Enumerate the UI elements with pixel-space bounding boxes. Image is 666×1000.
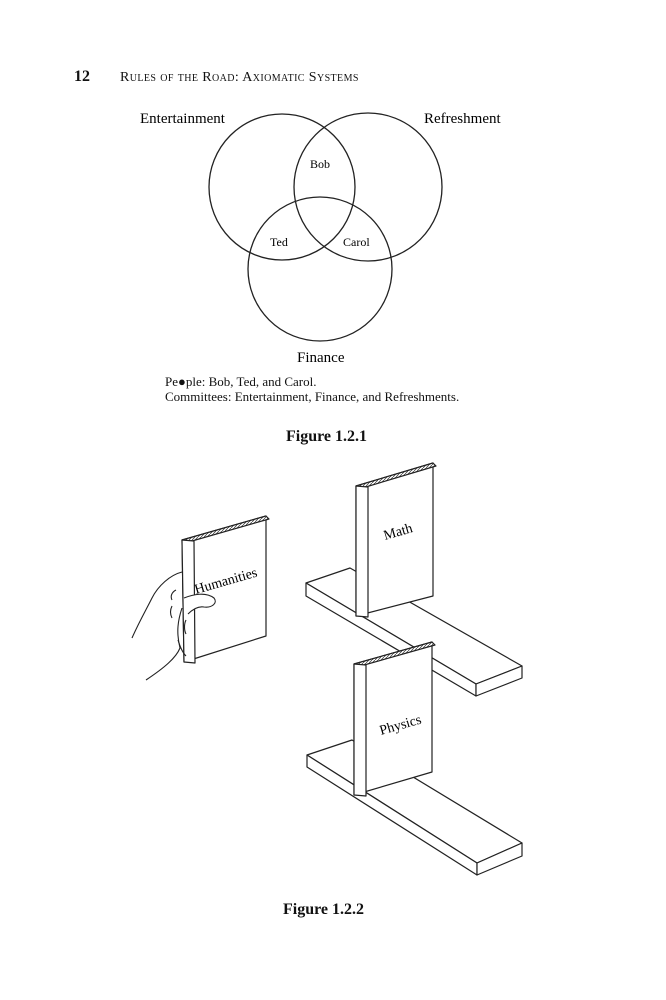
entertainment-circle [208, 113, 356, 261]
people-line: Pe●ple: Bob, Ted, and Carol. [165, 374, 317, 389]
page-number: 12 [74, 68, 90, 85]
ted-label: Ted [270, 235, 288, 249]
entertainment-label: Entertainment [140, 111, 226, 127]
committees-line: Committees: Entertainment, Finance, and … [165, 389, 460, 404]
refreshment-circle [293, 112, 443, 262]
venn-diagram: Entertainment Refreshment Finance Bob Te… [140, 111, 501, 366]
figure-2-title: Figure 1.2.2 [283, 901, 365, 918]
physics-book [353, 641, 436, 797]
bob-label: Bob [310, 157, 330, 171]
finance-label: Finance [297, 350, 345, 366]
refreshment-label: Refreshment [424, 111, 501, 127]
finance-circle [247, 196, 393, 342]
figure-1-title: Figure 1.2.1 [286, 428, 368, 445]
figure-caption: Pe●ple: Bob, Ted, and Carol. Committees:… [165, 374, 459, 404]
math-book [355, 462, 437, 618]
bookshelf-illustration: Humanities Math Physics [131, 462, 523, 876]
humanities-book [181, 515, 270, 664]
hand [131, 571, 216, 681]
running-head: Rules of the Road: Axiomatic Systems [120, 70, 359, 85]
carol-label: Carol [343, 235, 370, 249]
